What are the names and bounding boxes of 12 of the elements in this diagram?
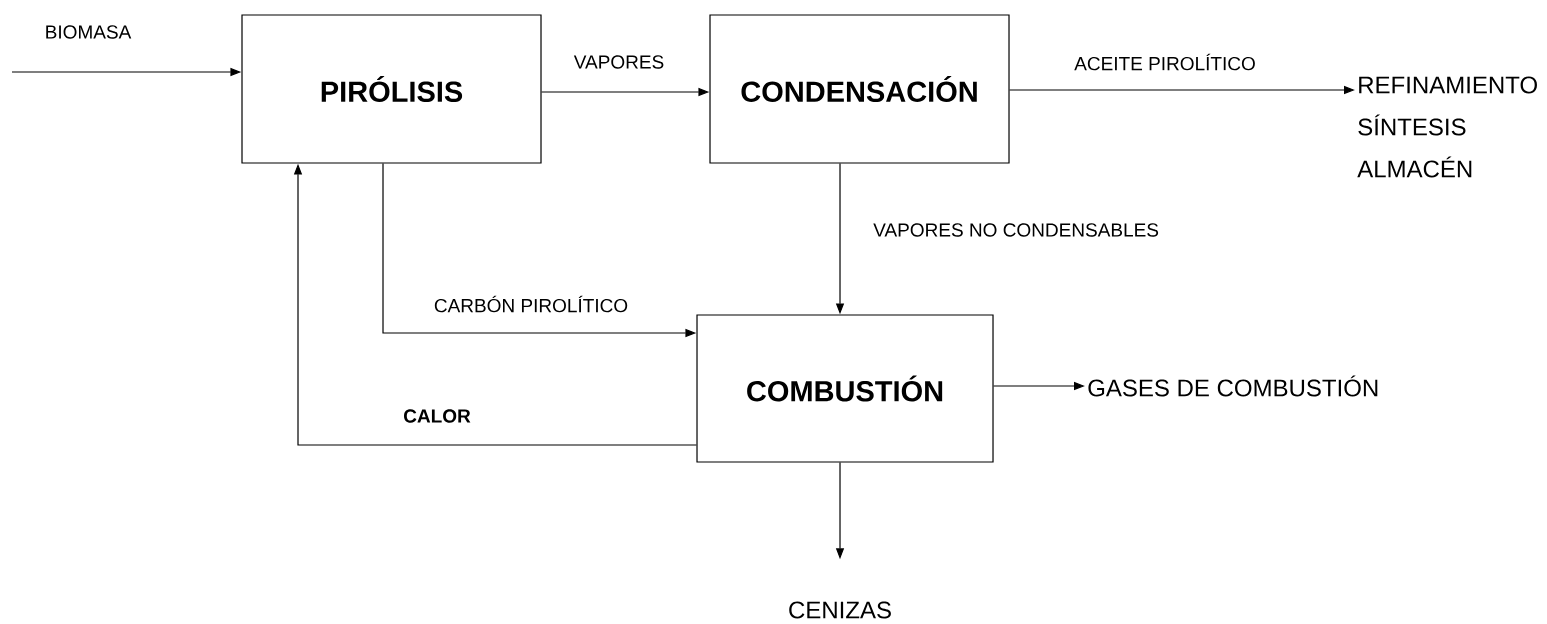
edge-label: CARBÓN PIROLÍTICO: [434, 295, 628, 313]
edge-label: VAPORES: [573, 55, 664, 69]
process-box: PIRÓLISIS: [241, 14, 542, 164]
output-label: CENIZAS: [789, 601, 891, 619]
edge-label: BIOMASA: [46, 25, 132, 39]
process-box: COMBUSTIÓN: [696, 314, 994, 463]
edge-label: ACEITE PIROLÍTICO: [1074, 53, 1255, 71]
process-box: CONDENSACIÓN: [709, 14, 1010, 164]
edge-label: VAPORES NO CONDENSABLES: [873, 223, 1159, 237]
edge-label: CALOR: [404, 409, 471, 423]
output-list: REFINAMIENTO SÍNTESIS ALMACÉN: [1357, 76, 1537, 178]
output-label: GASES DE COMBUSTIÓN: [1088, 375, 1378, 397]
